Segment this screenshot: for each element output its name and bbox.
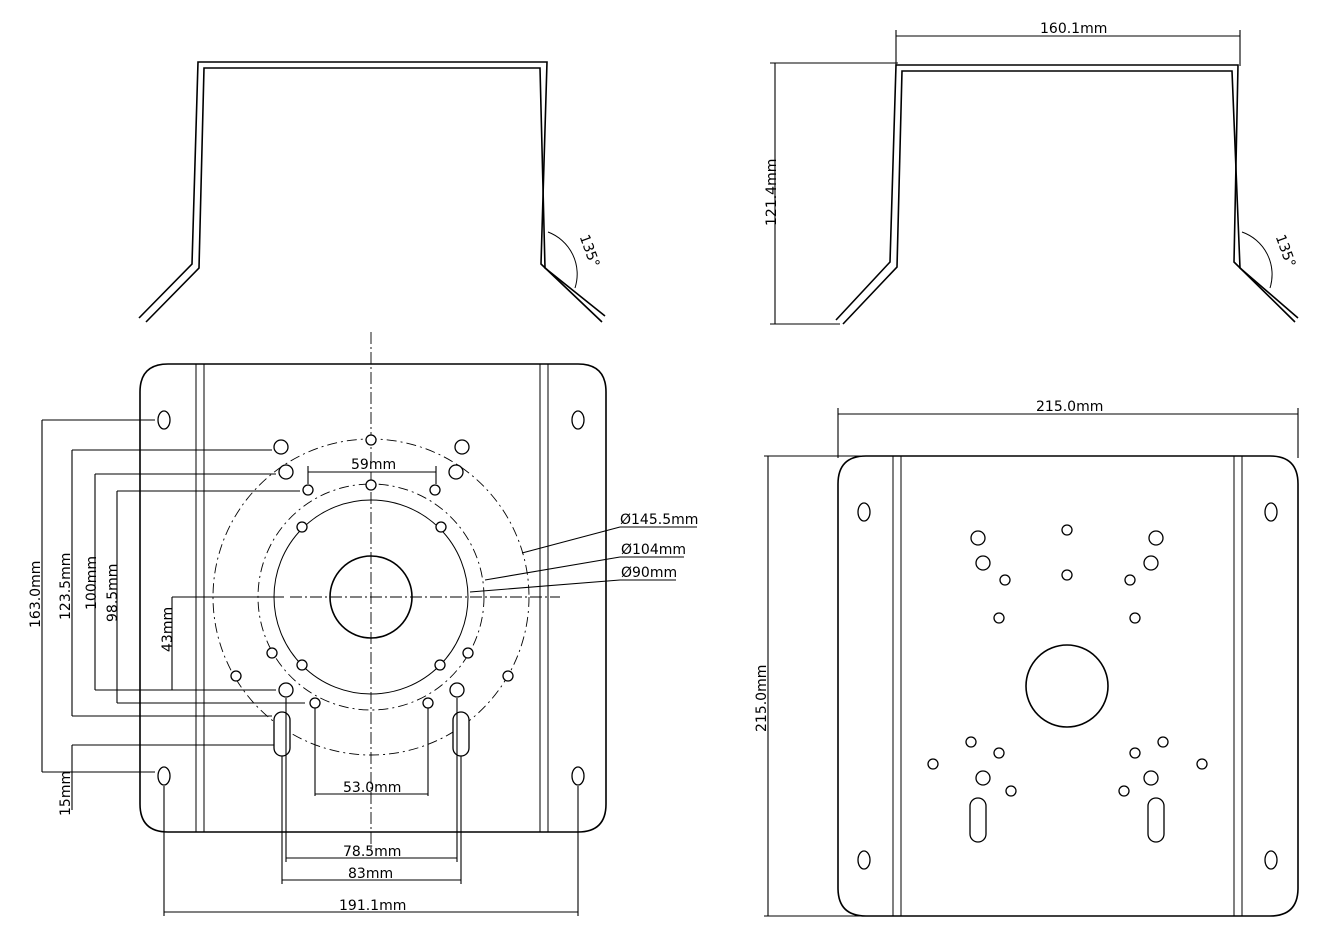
angle-label-right: 135° xyxy=(1272,233,1299,270)
hole xyxy=(965,736,977,748)
hole xyxy=(309,697,321,709)
bracket-profile-outer-right xyxy=(835,64,1296,323)
mount-hole-tr xyxy=(571,410,585,430)
bottom-hole-span-label: 53.0mm xyxy=(343,780,401,796)
mount-hole-r-tr xyxy=(1264,502,1278,522)
slot-right-left xyxy=(969,797,987,843)
slot-right-right xyxy=(1147,797,1165,843)
hole xyxy=(296,521,308,533)
hole xyxy=(365,479,377,491)
hole xyxy=(435,521,447,533)
hole xyxy=(449,682,465,698)
angle-label-left: 135° xyxy=(576,233,603,270)
hole xyxy=(975,555,991,571)
plate-width-label: 215.0mm xyxy=(1036,399,1103,415)
bracket-profile-inner xyxy=(145,67,606,323)
hole xyxy=(993,612,1005,624)
slot-right xyxy=(452,711,470,757)
hole xyxy=(454,439,470,455)
hole xyxy=(1124,574,1136,586)
mount-hole-r-bl xyxy=(857,850,871,870)
hole xyxy=(434,659,446,671)
hole xyxy=(302,484,314,496)
bracket-profile-inner-right xyxy=(842,70,1299,325)
plate-height-label: 215.0mm xyxy=(754,665,770,732)
height-2-label: 123.5mm xyxy=(58,553,74,620)
slot-span-outer-label: 83mm xyxy=(348,866,393,882)
hole xyxy=(422,697,434,709)
hole xyxy=(927,758,939,770)
hole xyxy=(975,770,991,786)
hole xyxy=(278,464,294,480)
hole xyxy=(999,574,1011,586)
plate-outline-left xyxy=(139,363,607,833)
side-view-right: 135° 160.1mm 121.4mm xyxy=(764,21,1299,325)
height-3-label: 100mm xyxy=(84,556,100,610)
height-label-right: 121.4mm xyxy=(764,159,780,226)
hole xyxy=(273,439,289,455)
mount-hole-bl xyxy=(157,766,171,786)
bottom-offset-label: 15mm xyxy=(58,771,74,816)
hole xyxy=(970,530,986,546)
mount-hole-br xyxy=(571,766,585,786)
plate-right: 215.0mm 215.0mm xyxy=(754,399,1299,917)
hole xyxy=(278,682,294,698)
pcd-outer-label: Ø145.5mm xyxy=(620,512,698,528)
pcd-mid-label: Ø104mm xyxy=(621,542,686,558)
mount-hole-r-tl xyxy=(857,502,871,522)
hole xyxy=(1061,569,1073,581)
hole xyxy=(266,647,278,659)
plate-left: Ø145.5mm Ø104mm Ø90mm 59mm 53.0mm 78.5mm… xyxy=(28,332,698,916)
mount-hole-tl xyxy=(157,410,171,430)
width-label-right: 160.1mm xyxy=(1040,21,1107,37)
leader-pcd-inner xyxy=(469,579,621,593)
hole xyxy=(1196,758,1208,770)
height-outer-label: 163.0mm xyxy=(28,561,44,628)
hole xyxy=(1148,530,1164,546)
hole xyxy=(462,647,474,659)
hole xyxy=(1143,555,1159,571)
hole xyxy=(1157,736,1169,748)
slot-left xyxy=(273,711,291,757)
slot-span-inner-label: 78.5mm xyxy=(343,844,401,860)
mount-hole-span-label: 191.1mm xyxy=(339,898,406,914)
hole xyxy=(429,484,441,496)
hole xyxy=(1143,770,1159,786)
center-bore-right xyxy=(1025,644,1109,728)
mount-hole-r-br xyxy=(1264,850,1278,870)
hole xyxy=(365,434,377,446)
side-view-left: 135° xyxy=(138,61,606,323)
hole xyxy=(230,670,242,682)
angle-arc-left xyxy=(547,231,578,289)
pcd-inner-label: Ø90mm xyxy=(621,565,677,581)
leader-pcd-mid xyxy=(484,556,621,581)
hole xyxy=(1005,785,1017,797)
leader-pcd-outer xyxy=(521,526,621,554)
center-offset-label: 43mm xyxy=(160,607,176,652)
hole xyxy=(1129,747,1141,759)
hole xyxy=(296,659,308,671)
hole xyxy=(1118,785,1130,797)
hole xyxy=(502,670,514,682)
hole xyxy=(1129,612,1141,624)
angle-arc-right xyxy=(1241,231,1273,289)
height-4-label: 98.5mm xyxy=(105,564,121,622)
top-hole-span-label: 59mm xyxy=(351,457,396,473)
hole xyxy=(448,464,464,480)
center-bore xyxy=(329,555,413,639)
hole xyxy=(1061,524,1073,536)
bracket-profile-outer xyxy=(138,61,603,323)
hole xyxy=(993,747,1005,759)
plate-outline-right xyxy=(837,455,1299,917)
